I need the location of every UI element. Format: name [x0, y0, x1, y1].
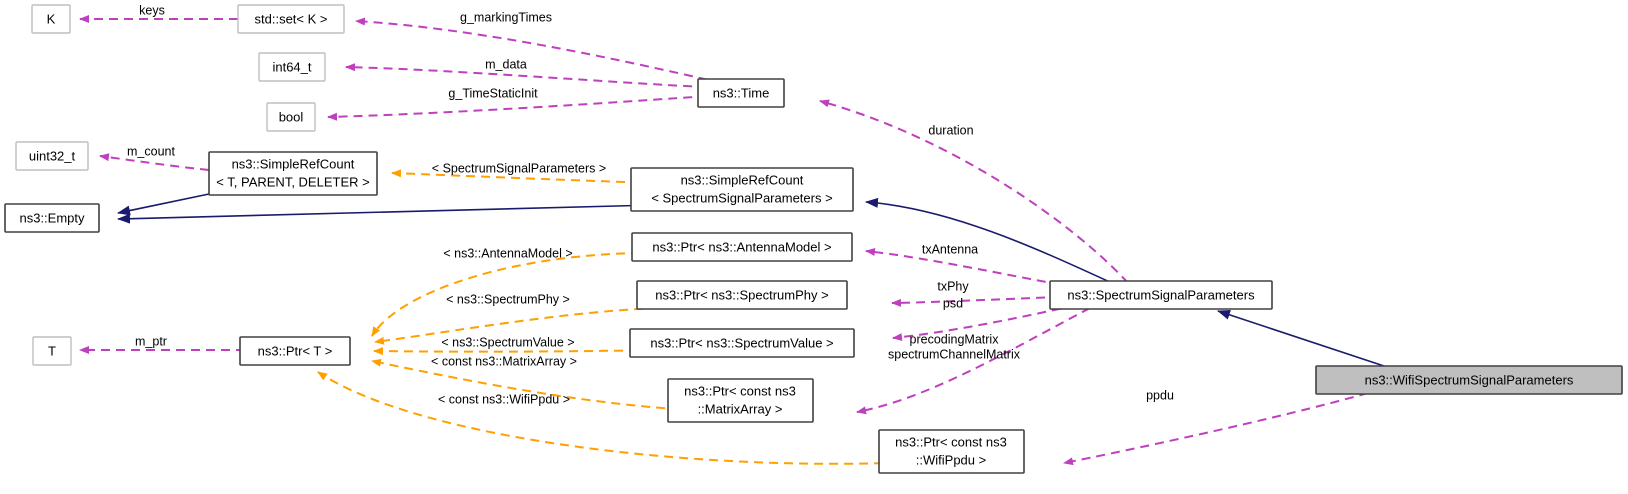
node-simplerefcount-spectrumsignalparameters[interactable]: ns3::SimpleRefCount < SpectrumSignalPara… [630, 167, 854, 212]
edge-inherit-wifissp-ssp [1217, 310, 1391, 369]
edge-ssp-to-ptr-spectrumvalue [892, 301, 1091, 342]
node-label-ptr-antennamodel: ns3::Ptr< ns3::AntennaModel > [652, 239, 831, 254]
node-ptr-T[interactable]: ns3::Ptr< T > [239, 336, 351, 366]
edge-inherit-simplerefcount-empty [117, 193, 210, 216]
node-label-ptr-matrixarray-line1: ns3::Ptr< const ns3 [684, 383, 796, 398]
node-ptr-spectrumvalue[interactable]: ns3::Ptr< ns3::SpectrumValue > [629, 328, 855, 358]
edge-ssp-to-ptr-matrixarray [856, 307, 1091, 415]
node-T[interactable]: T [32, 336, 72, 366]
edge-wifissp-to-ptr-wifippdu [1063, 392, 1369, 466]
edge-inherit-ssp-simplerefcountssp [865, 197, 1113, 284]
node-ptr-spectrumphy[interactable]: ns3::Ptr< ns3::SpectrumPhy > [636, 280, 848, 310]
edge-label-psd: psd [943, 296, 963, 310]
node-label-int64-t: int64_t [272, 59, 311, 74]
node-label-ptr-matrixarray-line2: ::MatrixArray > [698, 401, 783, 416]
edge-label-m-count: m_count [127, 144, 175, 158]
edge-label-duration: duration [928, 123, 973, 137]
edge-ssp-to-time [819, 99, 1129, 284]
edge-label-m-data: m_data [485, 57, 527, 71]
edge-label-precodingmatrix: precodingMatrix [910, 332, 1000, 346]
node-ptr-const-wifippdu[interactable]: ns3::Ptr< const ns3 ::WifiPpdu > [878, 429, 1025, 474]
edge-template-ptr-spectrumvalue [373, 347, 654, 356]
node-ptr-const-matrixarray[interactable]: ns3::Ptr< const ns3 ::MatrixArray > [667, 378, 814, 423]
node-simplerefcount-t-parent-deleter[interactable]: ns3::SimpleRefCount < T, PARENT, DELETER… [208, 151, 378, 196]
edge-label-template-ssp: < SpectrumSignalParameters > [432, 161, 606, 175]
node-label-simplerefcount-line1: ns3::SimpleRefCount [232, 156, 355, 171]
node-K[interactable]: K [31, 4, 71, 34]
edge-label-spectrumchannelmatrix: spectrumChannelMatrix [888, 347, 1021, 361]
node-label-ns3-time: ns3::Time [713, 85, 770, 100]
node-label-spectrumsignalparameters: ns3::SpectrumSignalParameters [1067, 287, 1255, 302]
node-label-ptr-wifippdu-line1: ns3::Ptr< const ns3 [895, 434, 1007, 449]
edge-label-g-timestaticinit: g_TimeStaticInit [448, 86, 538, 100]
node-label-ptr-spectrumvalue: ns3::Ptr< ns3::SpectrumValue > [650, 335, 833, 350]
node-ns3-time[interactable]: ns3::Time [697, 78, 785, 108]
edge-label-template-spectrumphy: < ns3::SpectrumPhy > [446, 292, 570, 306]
edge-time-to-stdset [355, 17, 723, 84]
node-spectrumsignalparameters[interactable]: ns3::SpectrumSignalParameters [1049, 280, 1273, 310]
node-bool[interactable]: bool [266, 102, 316, 132]
node-int64-t[interactable]: int64_t [258, 52, 326, 82]
node-uint32-t[interactable]: uint32_t [15, 141, 89, 171]
node-label-std-set-K: std::set< K > [255, 11, 328, 26]
edge-label-template-wifippdu: < const ns3::WifiPpdu > [438, 392, 570, 406]
node-label-K: K [47, 11, 56, 26]
edge-label-template-spectrumvalue: < ns3::SpectrumValue > [441, 335, 574, 349]
node-label-ptr-T: ns3::Ptr< T > [258, 343, 333, 358]
edge-label-g-markingtimes: g_markingTimes [460, 10, 552, 24]
node-label-uint32-t: uint32_t [29, 148, 76, 163]
edge-label-template-antennamodel: < ns3::AntennaModel > [443, 246, 572, 260]
edge-template-ptr-antennamodel [371, 251, 656, 337]
edge-label-template-matrixarray: < const ns3::MatrixArray > [431, 354, 577, 368]
node-std-set-K[interactable]: std::set< K > [237, 4, 345, 34]
node-label-bool: bool [279, 109, 304, 124]
edge-template-ptr-wifippdu [317, 371, 914, 465]
edge-template-ptr-spectrumphy [374, 307, 659, 345]
edge-label-ppdu: ppdu [1146, 388, 1174, 402]
node-label-wifispectrumsignalparameters: ns3::WifiSpectrumSignalParameters [1365, 372, 1574, 387]
node-wifispectrumsignalparameters[interactable]: ns3::WifiSpectrumSignalParameters [1315, 365, 1623, 395]
edge-label-keys: keys [139, 3, 165, 17]
node-label-T: T [48, 343, 56, 358]
node-label-simplerefcountssp-line1: ns3::SimpleRefCount [681, 172, 804, 187]
edge-time-to-int64 [345, 63, 723, 89]
edge-template-simplerefcount-ssp [391, 169, 656, 184]
edge-template-ptr-matrixarray [371, 358, 696, 411]
edge-label-txphy: txPhy [937, 279, 969, 293]
edge-label-txantenna: txAntenna [922, 242, 978, 256]
node-label-simplerefcount-line2: < T, PARENT, DELETER > [216, 174, 369, 189]
edge-inherit-simplerefcountssp-empty [117, 204, 656, 224]
node-ptr-antennamodel[interactable]: ns3::Ptr< ns3::AntennaModel > [631, 232, 853, 262]
node-ns3-empty[interactable]: ns3::Empty [4, 203, 100, 233]
node-label-ptr-wifippdu-line2: ::WifiPpdu > [916, 452, 986, 467]
edge-label-m-ptr: m_ptr [135, 334, 167, 348]
edge-time-to-bool [327, 94, 723, 121]
node-label-ptr-spectrumphy: ns3::Ptr< ns3::SpectrumPhy > [655, 287, 828, 302]
node-label-simplerefcountssp-line2: < SpectrumSignalParameters > [651, 190, 832, 205]
node-label-ns3-empty: ns3::Empty [19, 210, 85, 225]
